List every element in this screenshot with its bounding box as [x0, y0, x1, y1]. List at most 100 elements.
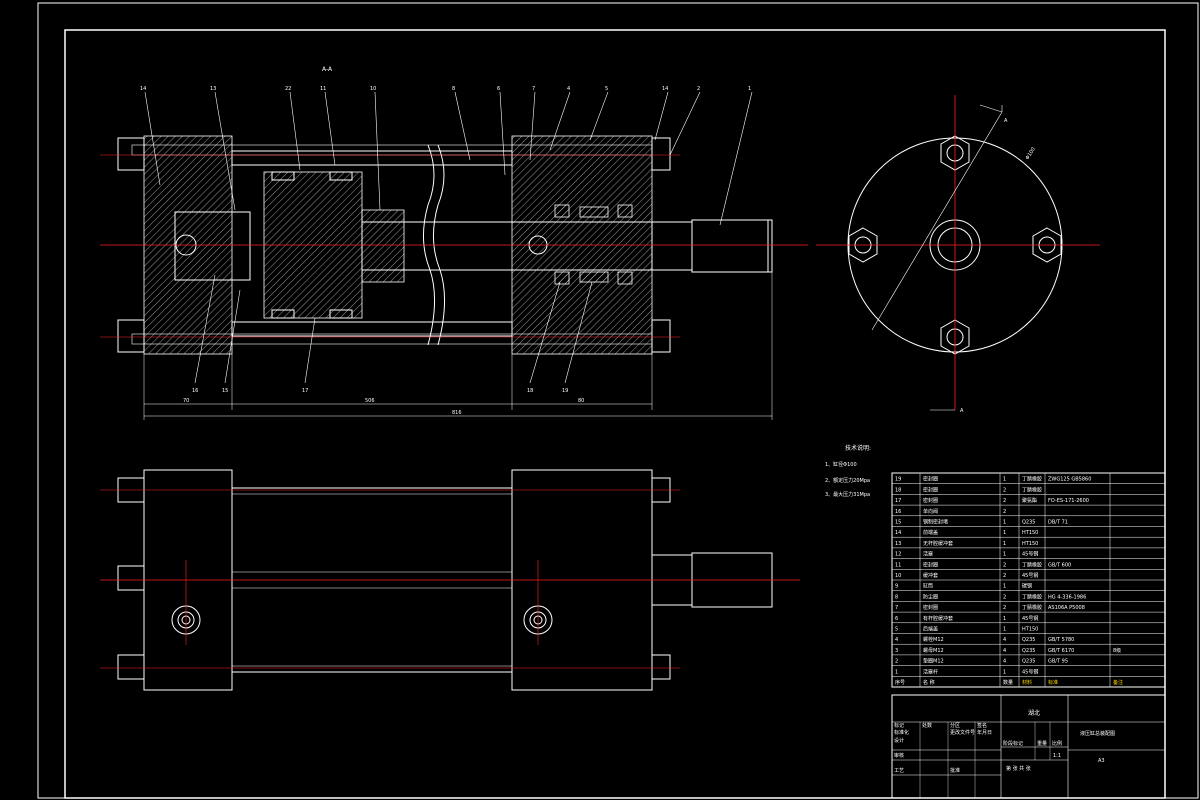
title-scale: 1:1	[1053, 753, 1061, 759]
parts-cell-material: Q235	[1022, 520, 1035, 526]
front-nut-br	[651, 654, 671, 680]
label-signature: 签名	[977, 722, 987, 729]
parts-cell-material: 碳钢	[1022, 583, 1032, 590]
nut-tr	[651, 137, 671, 171]
cushion-sleeve	[361, 209, 405, 283]
parts-cell-name: 螺栓M12	[923, 636, 944, 643]
title-block: 湖北 液压缸总装配图 1:1 A3 设计 审核 工艺 标准化 批准 标记 处数 …	[891, 694, 1166, 799]
label-weight: 重量	[1037, 740, 1047, 747]
parts-cell-material: HT150	[1022, 530, 1038, 536]
parts-cell-qty: 2	[1003, 487, 1006, 493]
parts-cell-no: 1	[895, 669, 898, 675]
parts-cell-material: 丁腈橡胶	[1022, 561, 1042, 568]
label-design: 设计	[894, 737, 904, 744]
label-std: 标准化	[894, 729, 909, 736]
tech-notes-title: 技术说明:	[845, 444, 871, 452]
nut-br	[651, 319, 671, 353]
parts-cell-no: 4	[895, 637, 898, 643]
parts-cell-name: 活塞	[923, 551, 933, 558]
parts-cell-qty: 2	[1003, 594, 1006, 600]
parts-cell-no: 13	[895, 541, 901, 547]
label-sheet: 第 张 共 张	[1006, 765, 1031, 772]
parts-cell-std: DB/T 71	[1048, 520, 1068, 526]
parts-cell-no: 17	[895, 498, 901, 504]
parts-cell-no: 12	[895, 552, 901, 558]
piston-seal-bot	[271, 309, 295, 319]
callout-labels-bottom: 16 15 17 18 19	[192, 388, 568, 394]
section-marker-top: A	[1004, 118, 1008, 124]
parts-cell-name: 有杆腔缓冲套	[923, 615, 953, 622]
parts-header-qty: 数量	[1003, 679, 1013, 686]
parts-cell-name: 缸筒	[923, 583, 933, 590]
parts-cell-qty: 1	[1003, 616, 1006, 622]
front-nut-bl	[117, 654, 145, 680]
callout-2: 2	[697, 86, 700, 92]
radial-dimension	[871, 111, 1003, 331]
title-school: 湖北	[1028, 709, 1040, 717]
parts-cell-no: 14	[895, 530, 901, 536]
seal-d	[554, 271, 570, 285]
parts-cell-no: 3	[895, 648, 898, 654]
parts-cell-material: Q235	[1022, 648, 1035, 654]
parts-cell-qty: 1	[1003, 669, 1006, 675]
cylinder-tube-top	[231, 150, 513, 166]
seal-b	[579, 206, 609, 218]
parts-cell-name: 活塞杆	[923, 668, 938, 675]
parts-cell-no: 9	[895, 584, 898, 590]
parts-cell-qty: 1	[1003, 627, 1006, 633]
parts-cell-note: 8级	[1113, 647, 1121, 654]
parts-header-note: 备注	[1113, 679, 1123, 686]
callout-13: 13	[210, 86, 216, 92]
title-drawing-name: 液压缸总装配图	[1080, 730, 1115, 737]
parts-cell-material: 聚氨酯	[1022, 497, 1037, 504]
callout-8: 8	[452, 86, 455, 92]
tech-notes: 技术说明: 1、缸径Φ100 2、额定压力20Mpa 3、最大压力31Mpa	[825, 444, 871, 498]
parts-cell-name: 密封圈	[923, 561, 938, 568]
section-view: 14 13 22 11 10 8 6 7 4 5 14 2 1 16 15 17…	[100, 86, 808, 420]
cylinder-tube-bottom	[231, 321, 513, 337]
label-count: 处数	[922, 722, 932, 729]
label-date: 年月日	[977, 729, 992, 736]
callout-18: 18	[527, 388, 533, 394]
label-marker: 标记	[894, 722, 904, 729]
parts-cell-name: 垫圈M12	[923, 658, 944, 665]
parts-cell-qty: 1	[1003, 541, 1006, 547]
callout-6: 6	[497, 86, 500, 92]
parts-cell-name: 后端盖	[923, 626, 938, 633]
tech-note-1: 1、缸径Φ100	[825, 461, 857, 468]
parts-cell-material: Q235	[1022, 659, 1035, 665]
nut-bl	[117, 319, 145, 353]
parts-cell-no: 11	[895, 562, 901, 568]
parts-cell-material: HT150	[1022, 541, 1038, 547]
parts-cell-std: HG 4-336-1986	[1048, 594, 1086, 600]
parts-cell-qty: 1	[1003, 520, 1006, 526]
parts-header-no: 序号	[895, 679, 905, 686]
dimension-lines	[143, 272, 773, 420]
seal-a	[554, 204, 570, 218]
parts-cell-qty: 4	[1003, 637, 1006, 643]
callout-leaders-bottom	[194, 274, 593, 384]
seal-c	[617, 204, 633, 218]
parts-cell-no: 18	[895, 487, 901, 493]
parts-cell-name: 钢制密封堵	[923, 519, 948, 526]
callout-14a: 14	[140, 86, 146, 92]
parts-cell-no: 19	[895, 477, 901, 483]
label-process: 工艺	[894, 768, 904, 774]
piston-seal-top	[271, 171, 295, 181]
inner-bore	[174, 211, 251, 281]
parts-header-material: 材料	[1022, 679, 1032, 686]
parts-cell-std: ZWG125 GB5860	[1048, 477, 1091, 483]
parts-cell-material: 45号钢	[1022, 572, 1038, 579]
callout-4: 4	[567, 86, 570, 92]
parts-cell-name: 密封圈	[923, 604, 938, 611]
label-check: 审核	[894, 752, 904, 759]
tech-note-3: 3、最大压力31Mpa	[825, 491, 870, 498]
rod-end	[651, 221, 693, 271]
callout-5: 5	[605, 86, 608, 92]
rod-thread	[691, 219, 773, 273]
tech-note-2: 2、额定压力20Mpa	[825, 477, 870, 484]
callout-15: 15	[222, 388, 228, 394]
callout-16: 16	[192, 388, 198, 394]
break-line-1	[422, 144, 436, 346]
